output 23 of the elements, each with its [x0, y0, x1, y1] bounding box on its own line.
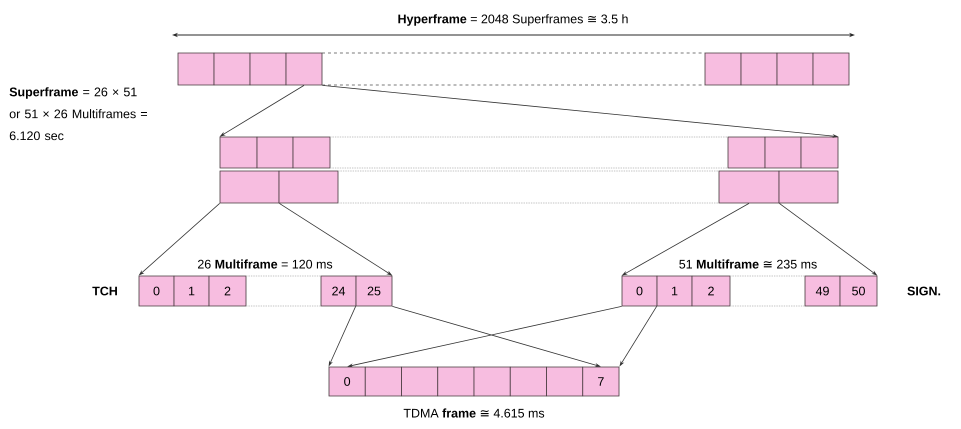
frame-cell: 0 — [622, 276, 658, 306]
omitted-frames-gap — [338, 170, 720, 204]
frame-cell: 1 — [174, 276, 210, 306]
frame-cell: 2 — [692, 276, 730, 306]
row-label: TCH — [92, 286, 117, 296]
omitted-frames-gap — [330, 136, 728, 168]
caption-text: TDMA frame ≅ 4.615 ms — [404, 408, 544, 418]
frame-cell: 0 — [328, 366, 366, 396]
frame-cell: 2 — [208, 276, 246, 306]
annotation-text: 51 Multiframe ≅ 235 ms — [679, 259, 817, 269]
annotation-text: 26 Multiframe = 120 ms — [198, 259, 332, 269]
frame-cell: 7 — [582, 366, 620, 396]
annotation-text: Superframe = 26 × 51 or 51 × 26 Multiframes = 6.120 sec — [10, 87, 147, 140]
frame-cell: 49 — [804, 276, 840, 306]
row-label: SIGN. — [907, 286, 940, 296]
frame-cell: 0 — [138, 276, 174, 306]
frame-cell: 25 — [356, 276, 392, 306]
dimension-label: Hyperframe = 2048 Superframes ≅ 3.5 h — [398, 14, 628, 26]
omitted-frames-gap — [246, 276, 322, 306]
omitted-frames-gap — [730, 276, 806, 306]
frame-cell: 24 — [320, 276, 356, 306]
frame-cell: 50 — [840, 276, 878, 306]
frame-cell: 1 — [656, 276, 692, 306]
